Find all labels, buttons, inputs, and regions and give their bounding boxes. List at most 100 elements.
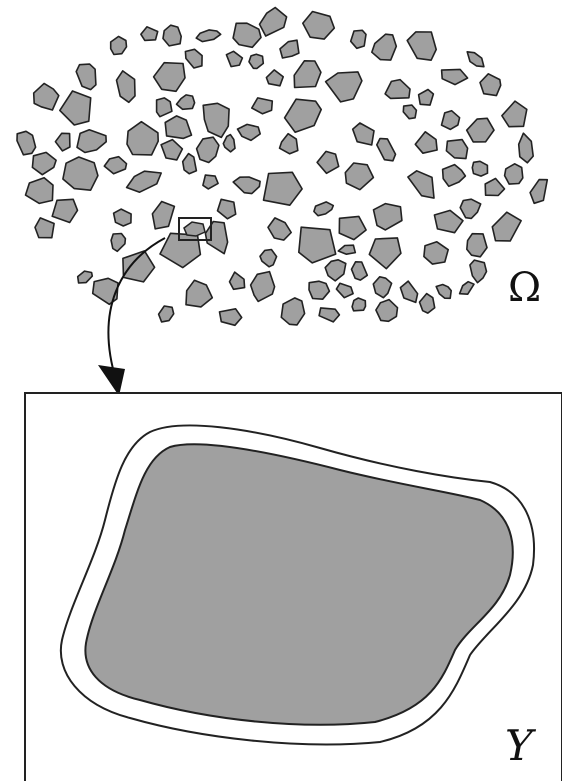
particle	[163, 25, 181, 46]
particle	[373, 277, 391, 298]
particle	[502, 101, 527, 127]
particle	[111, 234, 125, 252]
particle	[203, 103, 229, 137]
particle	[223, 135, 235, 152]
zoom-arrow	[108, 238, 165, 380]
particle	[446, 140, 467, 159]
particle	[319, 308, 339, 322]
particle	[238, 124, 261, 140]
particle	[442, 111, 460, 130]
particle	[353, 123, 374, 145]
particle	[117, 71, 136, 102]
particle	[285, 99, 322, 132]
particle	[266, 70, 283, 86]
particle	[111, 36, 127, 54]
particle	[252, 98, 272, 114]
particle	[226, 51, 242, 66]
cell-label: Y	[505, 721, 537, 770]
particle	[385, 80, 410, 99]
particle	[230, 272, 245, 289]
particle	[154, 63, 185, 92]
particle	[264, 172, 303, 205]
particle	[196, 30, 221, 42]
particle	[415, 132, 437, 153]
arrowhead-icon	[98, 365, 125, 396]
particle	[314, 202, 333, 216]
particle	[280, 40, 299, 58]
particle	[183, 154, 197, 174]
particle	[376, 300, 398, 322]
particle	[17, 131, 36, 155]
particle	[185, 49, 202, 68]
particle	[218, 199, 236, 219]
particle	[345, 163, 373, 190]
particle-cluster	[17, 8, 547, 326]
particle	[127, 122, 158, 155]
particle	[63, 157, 98, 190]
particle	[55, 133, 70, 151]
particle	[460, 282, 474, 295]
particle	[467, 234, 487, 257]
particle	[197, 137, 219, 162]
particle	[467, 118, 494, 142]
particle	[424, 242, 448, 264]
particle	[165, 116, 191, 138]
particle	[205, 222, 227, 254]
particle	[351, 30, 366, 48]
particle	[303, 12, 335, 40]
particle	[530, 180, 547, 204]
particle	[26, 178, 54, 204]
particle	[93, 278, 118, 304]
particle	[419, 90, 434, 106]
particle	[294, 61, 321, 88]
particle	[443, 165, 466, 187]
particle	[260, 250, 277, 267]
particle	[60, 91, 91, 125]
particle	[268, 218, 291, 240]
particle	[281, 298, 304, 325]
particle	[157, 98, 172, 117]
particle	[326, 72, 362, 102]
particle	[505, 164, 523, 184]
particle	[403, 105, 416, 119]
particle	[76, 64, 96, 90]
particle	[220, 309, 242, 326]
particle	[34, 83, 59, 110]
particle	[377, 139, 396, 161]
particle	[352, 298, 365, 311]
particle	[338, 245, 355, 254]
particle	[104, 157, 126, 174]
particle	[317, 151, 339, 173]
particle	[460, 199, 481, 218]
particle	[233, 23, 261, 47]
particle	[492, 212, 521, 241]
particle	[160, 233, 200, 267]
particle	[374, 204, 402, 230]
particle	[35, 218, 54, 238]
particle	[436, 285, 451, 299]
particle	[325, 260, 346, 281]
particle	[114, 209, 132, 226]
particle	[78, 271, 93, 283]
particle	[299, 227, 336, 263]
particle	[485, 178, 504, 195]
particle	[186, 280, 212, 307]
particle	[32, 152, 56, 174]
particle	[336, 283, 353, 297]
particle	[203, 175, 218, 189]
particle	[280, 134, 298, 154]
domain-label: Ω	[508, 265, 541, 311]
particle	[369, 238, 401, 269]
particle	[159, 306, 174, 322]
particle	[141, 27, 158, 41]
particle	[152, 202, 174, 229]
particle	[434, 210, 463, 232]
particle	[127, 171, 162, 192]
particle	[480, 74, 501, 96]
selected-particle	[184, 222, 205, 236]
particle	[251, 272, 275, 302]
particle	[249, 54, 263, 68]
particle	[372, 34, 397, 60]
particle	[470, 260, 487, 283]
